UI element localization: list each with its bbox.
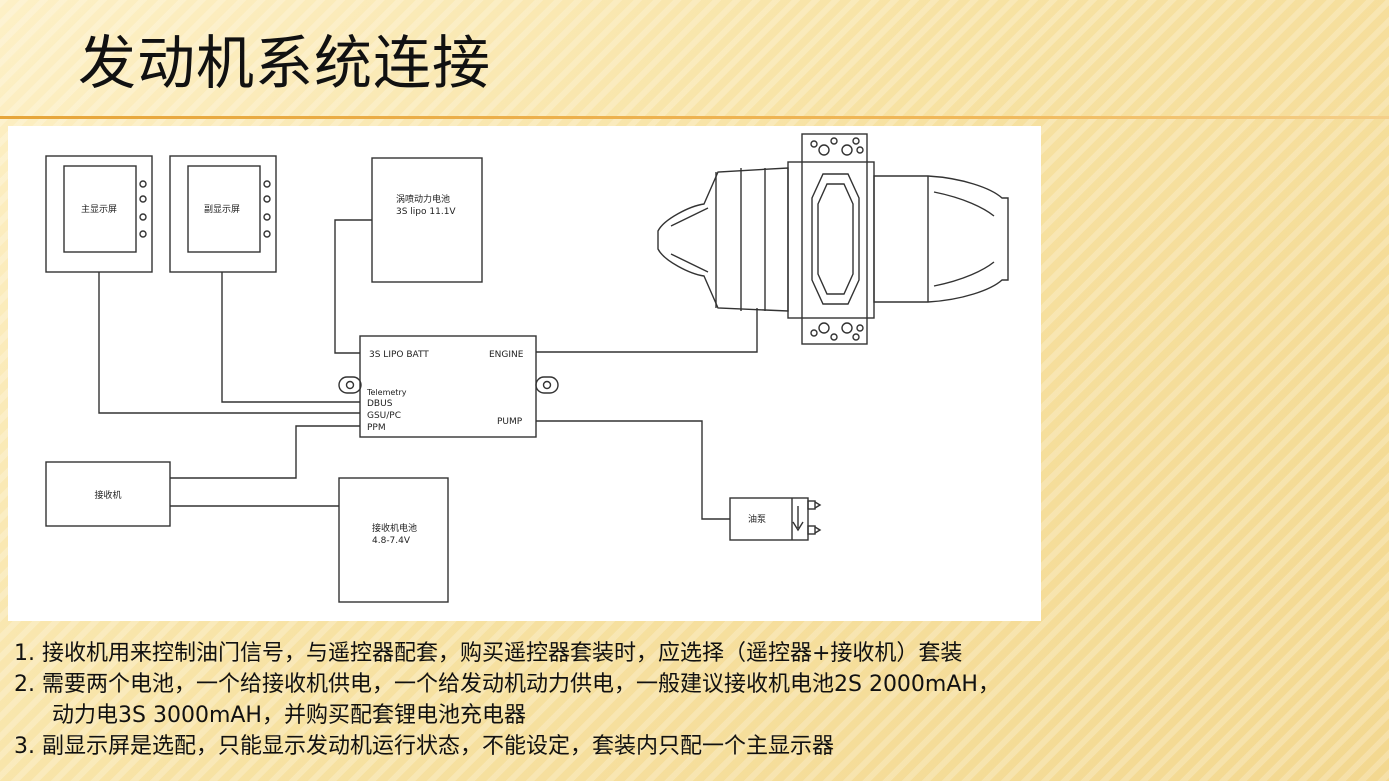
ecu-port-pump: PUMP (497, 417, 523, 427)
fuel-pump-label: 油泵 (748, 513, 766, 525)
ecu-port-gsu: GSU/PC (367, 411, 401, 421)
wire-engine (536, 308, 758, 353)
wiring-diagram-svg: 主显示屏 副显示屏 涡喷动力电池 3S lipo 11.1V 3S LIPO B… (45, 133, 1009, 603)
fuel-pump-box (729, 497, 809, 541)
main-display-screen (63, 165, 137, 253)
ecu-port-dbus: DBUS (367, 399, 393, 409)
ecu-port-telemetry: Telemetry (366, 388, 407, 397)
sub-display-box (169, 155, 277, 273)
slide-title: 发动机系统连接 (78, 29, 492, 97)
wire-sub-display (221, 272, 360, 403)
receiver-battery-spec: 4.8-7.4V (372, 536, 411, 546)
receiver-battery-box (338, 477, 449, 603)
turbine-battery-spec: 3S lipo 11.1V (396, 207, 456, 217)
turbine-engine-drawing (657, 133, 1009, 345)
note-item: 2. 需要两个电池，一个给接收机供电，一个给发动机动力供电，一般建议接收机电池2… (14, 672, 1000, 697)
main-display-label: 主显示屏 (81, 203, 117, 215)
ecu-mount-left (338, 376, 362, 394)
receiver-box (45, 461, 171, 527)
turbine-battery-box (371, 157, 483, 283)
wire-pump (536, 420, 730, 520)
receiver-battery-label: 接收机电池 (372, 522, 417, 534)
wiring-diagram: 主显示屏 副显示屏 涡喷动力电池 3S lipo 11.1V 3S LIPO B… (8, 126, 1041, 621)
wire-receiver (170, 425, 360, 479)
note-item: 3. 副显示屏是选配，只能显示发动机运行状态，不能设定，套装内只配一个主显示器 (14, 734, 834, 759)
title-underline (0, 116, 1389, 119)
receiver-label: 接收机 (94, 489, 121, 501)
ecu-port-engine: ENGINE (489, 350, 524, 360)
turbine-battery-label: 涡喷动力电池 (396, 193, 450, 205)
ecu-mount-right (535, 376, 559, 394)
note-item-continued: 动力电3S 3000mAH，并购买配套锂电池充电器 (52, 703, 526, 728)
sub-display-screen (187, 165, 261, 253)
ecu-port-batt: 3S LIPO BATT (369, 350, 429, 360)
wire-turbine-battery (334, 219, 372, 354)
notes-list: 1. 接收机用来控制油门信号，与遥控器配套，购买遥控器套装时，应选择（遥控器+接… (14, 638, 1374, 762)
ecu-port-ppm: PPM (367, 423, 386, 433)
wire-main-display (98, 272, 360, 414)
sub-display-label: 副显示屏 (204, 204, 240, 215)
note-item: 1. 接收机用来控制油门信号，与遥控器配套，购买遥控器套装时，应选择（遥控器+接… (14, 641, 963, 666)
